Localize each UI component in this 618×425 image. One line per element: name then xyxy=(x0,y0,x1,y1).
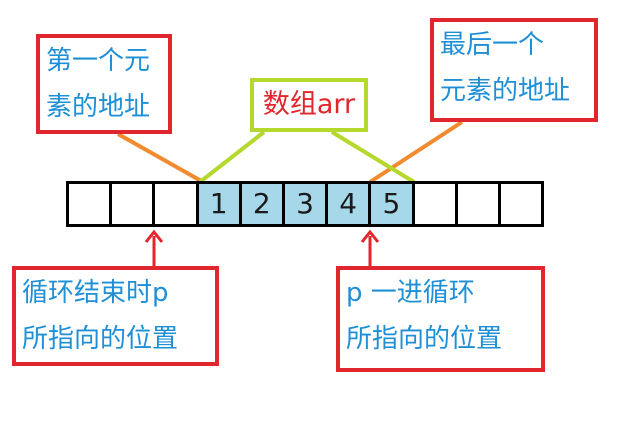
arr-right-bracket-line xyxy=(330,130,416,184)
array-cell: 1 xyxy=(198,184,242,224)
array-cell: 5 xyxy=(371,184,415,224)
array-cell: 2 xyxy=(241,184,285,224)
last-label-line-2: 元素的地址 xyxy=(440,76,571,106)
loop-start-position-label: p 一进循环 所指向的位置 xyxy=(336,266,545,372)
loop-start-arrowhead xyxy=(360,229,380,243)
first-address-pointer-line xyxy=(117,132,204,184)
last-element-address-label: 最后一个 元素的地址 xyxy=(430,18,598,122)
array-cell xyxy=(457,184,501,224)
loop-end-arrowhead xyxy=(144,229,164,243)
array-cell: 3 xyxy=(284,184,329,224)
array-cell xyxy=(500,184,542,224)
loop-end-position-label: 循环结束时p 所指向的位置 xyxy=(12,266,219,366)
last-address-pointer-line xyxy=(368,120,464,184)
memory-array-strip: 1 2 3 4 5 xyxy=(66,181,544,227)
loop-end-label-line-1: 循环结束时p xyxy=(22,278,169,308)
array-cell xyxy=(414,184,458,224)
first-element-address-label: 第一个元 素的地址 xyxy=(36,34,172,134)
array-name-label: 数组arr xyxy=(250,78,368,132)
loop-start-label-line-2: 所指向的位置 xyxy=(346,324,503,354)
first-label-line-2: 素的地址 xyxy=(46,92,151,122)
loop-end-label-line-2: 所指向的位置 xyxy=(22,324,179,354)
array-cell xyxy=(69,184,113,224)
array-cell: 4 xyxy=(328,184,372,224)
array-cell xyxy=(155,184,199,224)
last-label-line-1: 最后一个 xyxy=(440,30,545,60)
loop-start-label-line-1: p 一进循环 xyxy=(346,278,475,308)
arr-left-bracket-line xyxy=(198,130,266,184)
array-cell xyxy=(112,184,156,224)
first-label-line-1: 第一个元 xyxy=(46,46,151,76)
